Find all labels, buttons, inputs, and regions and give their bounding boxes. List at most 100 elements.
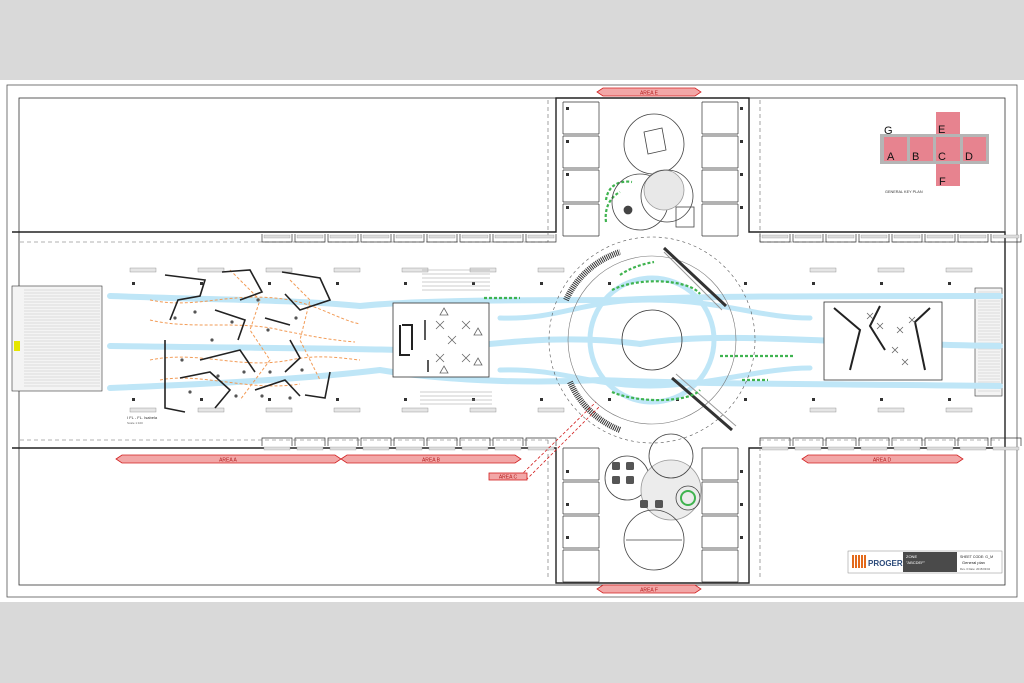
column bbox=[200, 398, 203, 401]
display-mark-icon bbox=[447, 335, 457, 345]
seat bbox=[626, 462, 634, 470]
area-markers: AREA E AREA A AREA B AREA C AREA D AREA … bbox=[115, 87, 964, 594]
shop-unit bbox=[261, 234, 293, 243]
column bbox=[948, 282, 951, 285]
display-point bbox=[193, 310, 197, 314]
left-exhibit-block bbox=[164, 269, 332, 413]
display-point bbox=[256, 298, 260, 302]
sheet-title: General plan bbox=[962, 560, 985, 565]
shop-unit bbox=[792, 234, 824, 243]
right-exhibit-block bbox=[823, 301, 943, 381]
sheet-code: SHEET CODE: G_M bbox=[960, 555, 993, 559]
shop-unit bbox=[990, 234, 1022, 243]
wing-room bbox=[562, 447, 600, 481]
general-key-plan: G A B C D E F GENERAL KEY PLAN bbox=[880, 112, 989, 194]
column bbox=[566, 536, 569, 539]
wing-room bbox=[701, 203, 739, 237]
shop-unit bbox=[459, 234, 491, 243]
display-point bbox=[294, 316, 298, 320]
shop-unit bbox=[525, 234, 557, 243]
shop-unit bbox=[393, 437, 425, 451]
seat bbox=[612, 476, 620, 484]
bench bbox=[877, 267, 905, 273]
bench bbox=[333, 267, 361, 273]
column bbox=[566, 503, 569, 506]
right-entrance bbox=[974, 287, 1003, 397]
shop-unit bbox=[426, 234, 458, 243]
bench bbox=[197, 407, 225, 413]
shop-unit bbox=[825, 437, 857, 451]
area-e-label: AREA E bbox=[640, 91, 659, 97]
bench bbox=[265, 407, 293, 413]
column bbox=[812, 398, 815, 401]
display-point bbox=[230, 320, 234, 324]
bench bbox=[333, 407, 361, 413]
column bbox=[740, 470, 743, 473]
display-mark-icon bbox=[461, 320, 471, 330]
wing-room bbox=[562, 203, 600, 237]
shop-units bbox=[129, 101, 1022, 583]
left-exhibit-dots bbox=[173, 298, 304, 400]
shop-unit bbox=[924, 437, 956, 451]
wing-room bbox=[701, 101, 739, 135]
seat bbox=[612, 462, 620, 470]
area-c-leader bbox=[519, 401, 601, 481]
column bbox=[812, 282, 815, 285]
key-label-g: G bbox=[884, 125, 893, 137]
shop-unit bbox=[327, 437, 359, 451]
bench bbox=[945, 407, 973, 413]
wing-room bbox=[701, 549, 739, 583]
column bbox=[608, 282, 611, 285]
column bbox=[404, 398, 407, 401]
shop-unit bbox=[858, 234, 890, 243]
column bbox=[740, 206, 743, 209]
wing-room bbox=[562, 515, 600, 549]
column bbox=[566, 140, 569, 143]
sheet-border bbox=[6, 84, 1018, 598]
area-f-label: AREA F bbox=[640, 588, 658, 594]
display-point bbox=[180, 358, 184, 362]
shop-unit bbox=[261, 437, 293, 451]
display-mark-icon bbox=[908, 316, 916, 324]
seat bbox=[655, 500, 663, 508]
column bbox=[566, 206, 569, 209]
display-point bbox=[210, 338, 214, 342]
central-rotunda bbox=[548, 236, 756, 444]
shop-unit bbox=[957, 437, 989, 451]
display-point bbox=[216, 374, 220, 378]
bench bbox=[877, 407, 905, 413]
shop-unit bbox=[924, 234, 956, 243]
display-mark-icon bbox=[435, 320, 445, 330]
display-point bbox=[266, 328, 270, 332]
column bbox=[744, 282, 747, 285]
display-point bbox=[268, 370, 272, 374]
shop-unit bbox=[759, 234, 791, 243]
triangle-icon bbox=[473, 357, 483, 366]
area-c-marker: AREA C bbox=[488, 472, 528, 481]
column bbox=[880, 282, 883, 285]
wing-room bbox=[701, 169, 739, 203]
column bbox=[566, 470, 569, 473]
proger-logo-icon bbox=[852, 555, 866, 568]
shop-unit bbox=[492, 437, 524, 451]
column bbox=[404, 282, 407, 285]
column bbox=[472, 398, 475, 401]
triangle-icon bbox=[439, 307, 449, 316]
central-plaza-square bbox=[392, 302, 490, 378]
column bbox=[268, 282, 271, 285]
wing-room bbox=[562, 549, 600, 583]
left-block-scale: Scale 1:100 bbox=[127, 421, 143, 425]
building-outline bbox=[12, 97, 1006, 584]
shop-unit bbox=[393, 234, 425, 243]
shop-unit bbox=[327, 234, 359, 243]
column bbox=[880, 398, 883, 401]
column bbox=[540, 282, 543, 285]
shop-unit bbox=[990, 437, 1022, 451]
shop-unit bbox=[957, 234, 989, 243]
key-label-e: E bbox=[938, 124, 945, 136]
triangle-icon bbox=[473, 327, 483, 336]
column bbox=[740, 503, 743, 506]
display-point bbox=[300, 368, 304, 372]
bench bbox=[537, 407, 565, 413]
seat bbox=[640, 500, 648, 508]
